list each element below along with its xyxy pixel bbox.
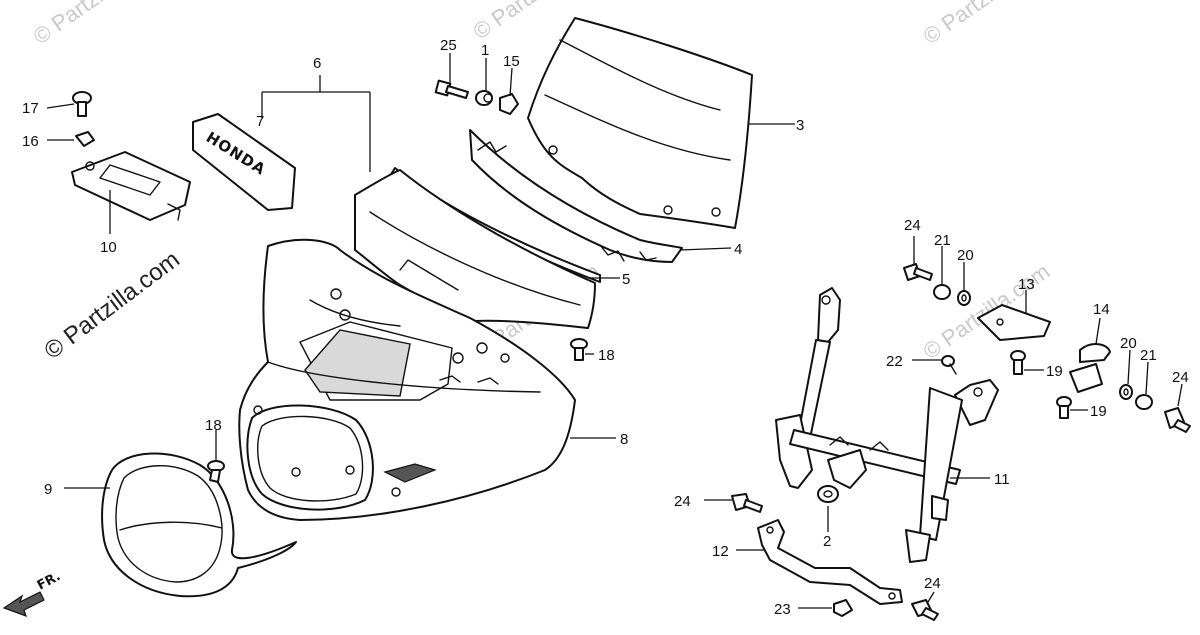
honda-emblem: HONDA: [192, 113, 296, 211]
front-cowl: [238, 238, 576, 521]
meter-cover: [71, 151, 191, 221]
bolt-24-top: [903, 263, 933, 281]
callout-12: 12: [712, 543, 729, 560]
callout-22: 22: [886, 353, 903, 370]
callout-16: 16: [22, 133, 39, 150]
callout-6: 6: [313, 55, 321, 72]
screw-17: [72, 91, 92, 117]
nut-16: [75, 131, 95, 147]
nut-15: [499, 93, 519, 115]
callout-24-right: 24: [1172, 369, 1189, 386]
bolt-25: [434, 79, 469, 99]
screw-19-upper: [1010, 350, 1026, 375]
callout-18-lower: 18: [205, 417, 222, 434]
callout-20-right: 20: [1120, 335, 1137, 352]
watermark-top-right: © Partzilla.com: [919, 0, 1055, 49]
callout-19-upper: 19: [1046, 363, 1063, 380]
cowl-stay: [775, 287, 999, 563]
bolt-24-right: [1164, 407, 1191, 433]
watermark-main: © Partzilla.com: [39, 246, 184, 365]
callout-7: 7: [256, 113, 264, 130]
callout-9: 9: [44, 481, 52, 498]
collar-21-top: [933, 284, 951, 300]
clip-14: [1069, 343, 1111, 393]
callout-13: 13: [1018, 276, 1035, 293]
washer-20-top: [957, 290, 971, 306]
callout-17: 17: [22, 100, 39, 117]
grommet-2: [817, 485, 839, 503]
callout-5: 5: [622, 271, 630, 288]
callout-25: 25: [440, 37, 457, 54]
callout-14: 14: [1093, 301, 1110, 318]
callout-24-bottom: 24: [924, 575, 941, 592]
watermark-top-left: © Partzilla.com: [29, 0, 165, 49]
bolt-24-mid: [731, 493, 763, 513]
callout-20-top: 20: [957, 247, 974, 264]
callout-4: 4: [734, 241, 742, 258]
callout-15: 15: [503, 53, 520, 70]
callout-3: 3: [796, 117, 804, 134]
screw-19-lower: [1056, 396, 1072, 419]
watermark-right: © Partzilla.com: [919, 259, 1055, 365]
front-direction-label: FR.: [35, 569, 63, 594]
screw-18-upper: [570, 338, 588, 361]
windscreen: [527, 17, 753, 229]
collar-1: [475, 90, 493, 106]
callout-21-right: 21: [1140, 347, 1157, 364]
callout-11: 11: [994, 471, 1010, 488]
screw-22: [941, 355, 957, 375]
small-bracket-13: [977, 304, 1051, 341]
callout-2: 2: [823, 533, 831, 550]
callout-24-top: 24: [904, 217, 921, 234]
screw-18-lower: [207, 460, 225, 483]
callout-21-top: 21: [934, 232, 951, 249]
callout-24-mid: 24: [674, 493, 691, 510]
callout-1: 1: [481, 42, 489, 59]
nut-23: [833, 599, 853, 617]
callout-18-upper: 18: [598, 347, 615, 364]
collar-21-right: [1135, 394, 1153, 410]
leader-lines: [46, 53, 1183, 609]
headlight-rim: [101, 452, 297, 598]
callouts: 25 1 15 6 7 17 16 10 3 4 5 18 8 18 9 24 …: [22, 37, 1189, 618]
washer-20-right: [1119, 384, 1133, 400]
lower-stay: [757, 519, 903, 605]
bolt-24-bottom: [911, 599, 939, 621]
callout-8: 8: [620, 431, 628, 448]
windscreen-garnish: [469, 129, 683, 263]
callout-19-lower: 19: [1090, 403, 1107, 420]
callout-10: 10: [100, 239, 117, 256]
front-direction-arrow: FR.: [2, 569, 63, 617]
callout-23: 23: [774, 601, 791, 618]
